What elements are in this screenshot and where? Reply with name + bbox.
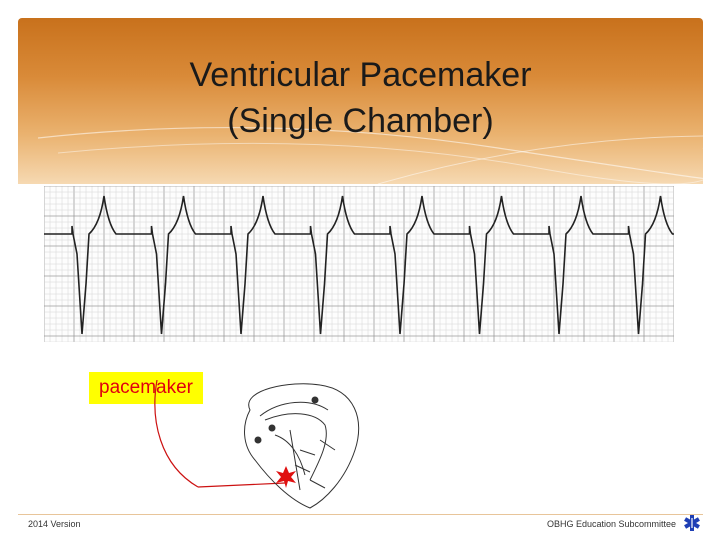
pacemaker-label: pacemaker (89, 372, 203, 404)
footer-version: 2014 Version (28, 519, 81, 529)
ecg-grid (44, 186, 674, 342)
ecg-strip-svg (44, 186, 674, 342)
star-of-life-icon (684, 515, 700, 531)
title-header-band (18, 18, 703, 184)
heart-diagram (154, 380, 360, 509)
title-line-1: Ventricular Pacemaker (189, 56, 532, 94)
footer-organization: OBHG Education Subcommittee (546, 519, 676, 529)
pacemaker-lead-wire-2 (197, 482, 286, 488)
title-line-2: (Single Chamber) (227, 102, 494, 140)
ecg-trace (44, 195, 674, 335)
footer-divider (18, 514, 703, 515)
ecg-strip-image (44, 186, 674, 342)
pacemaker-spark-icon (276, 466, 296, 488)
heart-outline-drawing (244, 383, 360, 509)
pacemaker-lead-wire (154, 380, 199, 488)
slide-title: Ventricular Pacemaker (Single Chamber) (18, 52, 703, 144)
header-decorative-curves (37, 126, 703, 184)
